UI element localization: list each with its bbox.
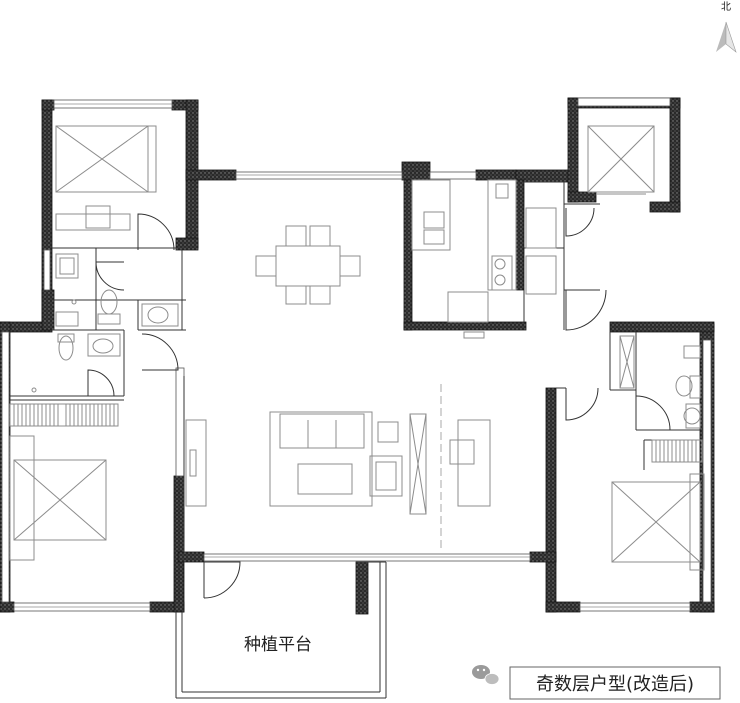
bath-fixtures-left bbox=[55, 253, 179, 361]
compass: 北 bbox=[716, 1, 737, 53]
wardrobe-left bbox=[9, 387, 119, 427]
north-arrow-icon bbox=[716, 21, 737, 53]
balcony-label: 种植平台 bbox=[244, 635, 312, 655]
elevator bbox=[587, 125, 655, 195]
kitchen bbox=[411, 179, 517, 339]
side-cabinet bbox=[185, 419, 207, 507]
desk-top-left bbox=[55, 205, 131, 231]
caption: 奇数层户型(改造后) bbox=[472, 665, 721, 700]
windows bbox=[1, 97, 712, 612]
caption-label: 奇数层户型(改造后) bbox=[536, 674, 694, 695]
compass-label: 北 bbox=[721, 1, 731, 13]
bed-top-left bbox=[55, 125, 157, 193]
bed-left bbox=[9, 435, 107, 561]
sofa-set bbox=[269, 411, 403, 507]
pantry bbox=[525, 207, 557, 295]
wechat-icon bbox=[472, 665, 500, 685]
doors bbox=[87, 207, 671, 599]
bath-fixtures-right bbox=[619, 335, 701, 429]
wardrobe-right bbox=[651, 439, 703, 463]
bed-right bbox=[611, 473, 705, 571]
study-desk bbox=[449, 419, 491, 507]
caption-box bbox=[509, 666, 721, 700]
dining-table bbox=[255, 225, 361, 305]
furniture bbox=[9, 125, 705, 571]
interior-walls bbox=[10, 181, 700, 699]
tv-cabinet bbox=[409, 384, 442, 552]
